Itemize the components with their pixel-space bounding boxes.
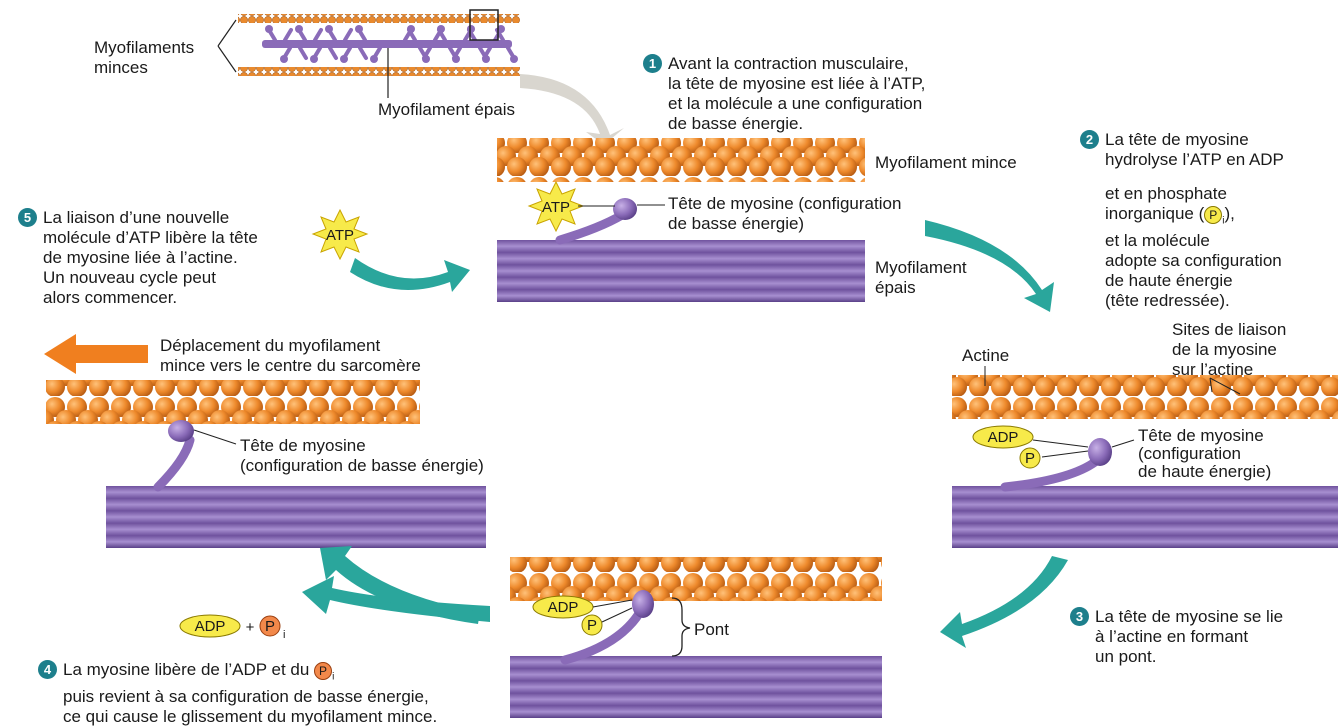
step-4-badge: 4 — [38, 660, 57, 679]
label-thick-myofilament-2: Myofilament épais — [875, 258, 967, 297]
head-leader-4 — [193, 429, 237, 445]
leaders-3 — [592, 599, 633, 623]
cycle-arrows — [302, 220, 1068, 648]
myosin-head-2 — [1088, 438, 1112, 466]
label-thick-myofilament: Myofilament épais — [378, 100, 516, 119]
myosin-neck-3 — [560, 607, 645, 665]
atp-label-5: ATP — [326, 227, 354, 244]
thin-filament-2 — [952, 375, 1338, 419]
thick-filament-core — [262, 40, 512, 48]
thin-filament-3 — [510, 557, 882, 601]
myosin-head-1 — [613, 198, 637, 220]
step-1-badge: 1 — [643, 54, 662, 73]
step-3-badge: 3 — [1070, 607, 1089, 626]
thin-filament-4 — [46, 380, 420, 424]
zoom-box — [469, 9, 499, 41]
atp-burst-5 — [311, 208, 369, 261]
panel-3: ADP P — [510, 557, 882, 718]
plus-sign: + — [246, 619, 255, 636]
label-binding-sites: Sites de liaison de la myosine sur l’act… — [1172, 320, 1287, 379]
myosin-neck-2 — [1000, 457, 1100, 492]
thin-filament-1 — [497, 138, 865, 182]
step-5-badge: 5 — [18, 208, 37, 227]
thick-filament-2 — [952, 486, 1338, 548]
displacement-arrow — [44, 334, 148, 374]
pi-sub-4: i — [283, 629, 285, 641]
sites-leaders — [1209, 377, 1241, 395]
thin-filament-top — [238, 14, 520, 23]
pi-label-3: P — [587, 617, 597, 634]
myosin-neck-4 — [153, 435, 195, 492]
label-displacement: Déplacement du myofilament mince vers le… — [160, 336, 421, 375]
zoom-arrow — [520, 74, 624, 145]
adp-pill-4 — [179, 614, 241, 638]
arrow-2-to-3 — [940, 556, 1068, 648]
arrow-1-to-2 — [925, 220, 1054, 312]
panel-4 — [44, 334, 486, 548]
label-thin-myofilament: Myofilament mince — [875, 153, 1017, 172]
myosin-head-4 — [168, 420, 194, 442]
pi-label-2: P — [1025, 450, 1035, 467]
adp-label-4: ADP — [195, 618, 226, 635]
adp-label-2: ADP — [988, 429, 1019, 446]
adp-pill-2 — [972, 425, 1034, 449]
pi-circle-2 — [1019, 447, 1041, 469]
step-2-badge: 2 — [1080, 130, 1099, 149]
pi-inline-2: P — [1204, 206, 1223, 224]
thick-filament-4 — [106, 486, 486, 548]
bridge-brace — [671, 597, 691, 657]
adp-label-3: ADP — [548, 599, 579, 616]
thick-filament-1 — [497, 240, 865, 302]
atp-label-1: ATP — [542, 199, 570, 216]
label-myosin-head-high: Tête de myosine (configuration de haute … — [1138, 426, 1272, 481]
pi-inline-4: P — [314, 662, 333, 680]
released-products: ADP + P i — [179, 614, 285, 641]
arrow-5-to-1 — [350, 258, 470, 292]
atp-burst-1 — [527, 180, 585, 233]
pi-circle-3 — [581, 614, 603, 636]
pi-label-4: P — [265, 618, 275, 635]
thin-filament-bottom — [238, 67, 520, 76]
label-thin-myofilaments: Myofilaments minces — [94, 38, 195, 77]
thick-filament-3 — [510, 656, 882, 718]
label-bridge: Pont — [694, 620, 729, 639]
panel-1: ATP — [497, 138, 865, 302]
sarcomere-thumbnail — [217, 9, 624, 145]
pi-circle-4 — [259, 615, 281, 637]
panel-5-atp: ATP — [311, 208, 369, 261]
thumbnail-myosin-heads — [267, 28, 516, 60]
panel-2: ADP P — [952, 366, 1338, 548]
label-actin: Actine — [962, 346, 1010, 365]
myosin-head-3 — [632, 590, 654, 618]
leaders-2 — [1032, 439, 1135, 458]
label-myosin-head-low: Tête de myosine (configuration de basse … — [668, 194, 902, 233]
arrow-4-to-5 — [320, 546, 480, 624]
thin-label-bracket — [217, 19, 237, 73]
label-myosin-head-low-left: Tête de myosine (configuration de basse … — [240, 436, 484, 475]
